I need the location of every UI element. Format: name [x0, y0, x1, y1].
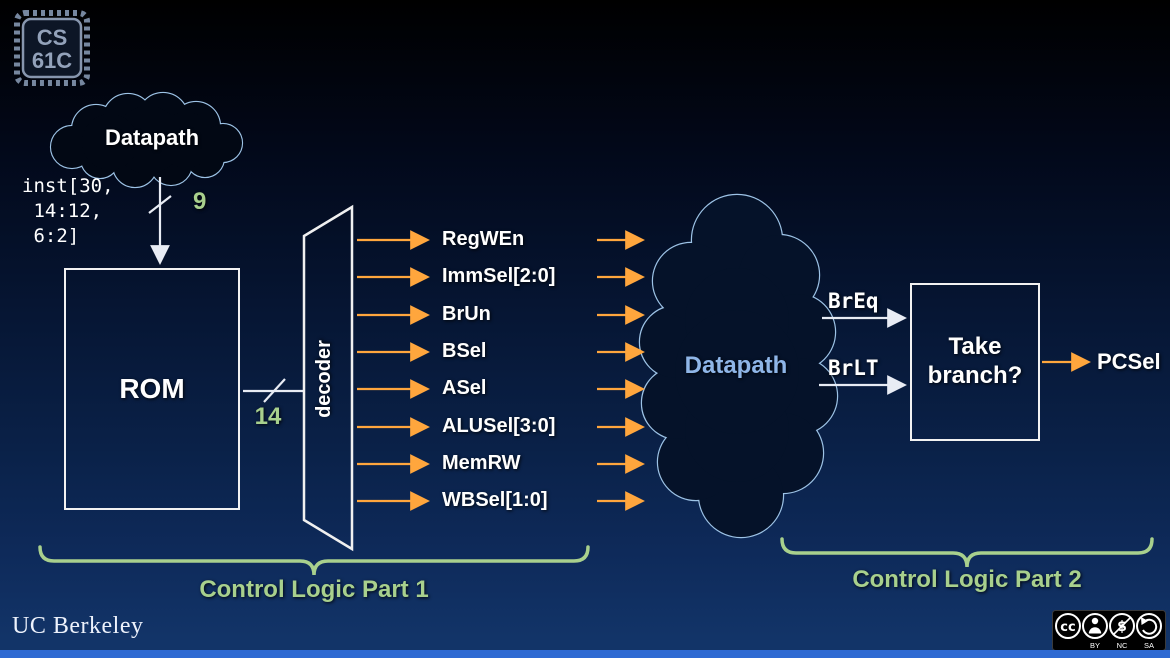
sa-icon	[1136, 613, 1162, 639]
rom-block: ROM	[64, 268, 240, 510]
brlt-label: BrLT	[828, 356, 879, 380]
logo-line1: CS	[37, 25, 68, 50]
cc-icon-letters: cc	[1060, 620, 1075, 635]
by-icon-head	[1091, 617, 1099, 625]
rom-decoder-bus	[243, 378, 303, 403]
cc-license-icons: cc $ BY NC SA	[1052, 610, 1166, 651]
signal-label-memrw: MemRW	[442, 452, 521, 474]
bottom-accent-bar	[0, 650, 1170, 658]
input-datapath-cloud	[49, 91, 244, 189]
cc-icon	[1055, 613, 1081, 639]
by-icon	[1082, 613, 1108, 639]
part1-brace	[38, 545, 590, 576]
cc-license-badge: cc $ BY NC SA	[1052, 610, 1166, 651]
signal-label-bsel: BSel	[442, 340, 487, 362]
cs61c-logo: CS 61C	[14, 10, 90, 86]
signal-label-asel: ASel	[442, 377, 487, 399]
bus-width-tick	[263, 378, 286, 403]
signal-label-immsel: ImmSel[2:0]	[442, 265, 556, 287]
signal-label-regwen: RegWEn	[442, 228, 525, 250]
pcsel-label: PCSel	[1097, 349, 1161, 374]
input-datapath-label: Datapath	[104, 125, 200, 150]
nc-icon-slash	[1113, 617, 1131, 635]
signal-label-wbsel: WBSel[1:0]	[442, 489, 548, 511]
caption-control-logic-part2: Control Logic Part 2	[852, 566, 1082, 593]
caption-control-logic-part1: Control Logic Part 1	[199, 576, 429, 603]
logo-line2: 61C	[32, 48, 72, 73]
rom-label: ROM	[119, 373, 185, 404]
datapath-label: Datapath	[684, 352, 788, 379]
inst-line-3: 6:2]	[22, 225, 80, 247]
inst-line-2: 14:12,	[22, 200, 103, 222]
decoder-label: decoder	[313, 340, 335, 418]
inst-line-1: inst[30,	[22, 175, 114, 197]
take-branch-label: Take branch?	[927, 333, 1023, 389]
inst-bus-arrow	[148, 177, 172, 265]
nc-label: NC	[1117, 641, 1128, 650]
decoder-shape	[302, 204, 354, 552]
branch-compare-arrows	[819, 308, 907, 395]
bus-width-14: 14	[254, 403, 282, 430]
datapath-input-arrows	[597, 230, 645, 511]
uc-berkeley-wordmark: UC Berkeley	[12, 613, 144, 639]
inst-bits-label: inst[30, 14:12, 6:2]	[22, 174, 114, 249]
decoder-output-arrows	[357, 230, 430, 511]
sa-label: SA	[1144, 641, 1154, 650]
bus-width-tick	[148, 195, 172, 214]
by-icon-body	[1088, 627, 1102, 634]
breq-label: BrEq	[828, 289, 879, 313]
take-branch-block: Take branch?	[910, 283, 1040, 441]
part2-brace	[780, 537, 1154, 568]
bus-width-9: 9	[193, 188, 207, 215]
sa-icon-arrow	[1142, 618, 1158, 635]
sa-icon-arrowhead	[1141, 617, 1148, 625]
chip-body	[21, 17, 83, 79]
by-label: BY	[1090, 641, 1100, 650]
chip-pins	[14, 10, 90, 86]
signal-label-alusel: ALUSel[3:0]	[442, 415, 556, 437]
nc-icon	[1109, 613, 1135, 639]
signal-label-brun: BrUn	[442, 303, 491, 325]
datapath-cloud	[638, 193, 839, 539]
